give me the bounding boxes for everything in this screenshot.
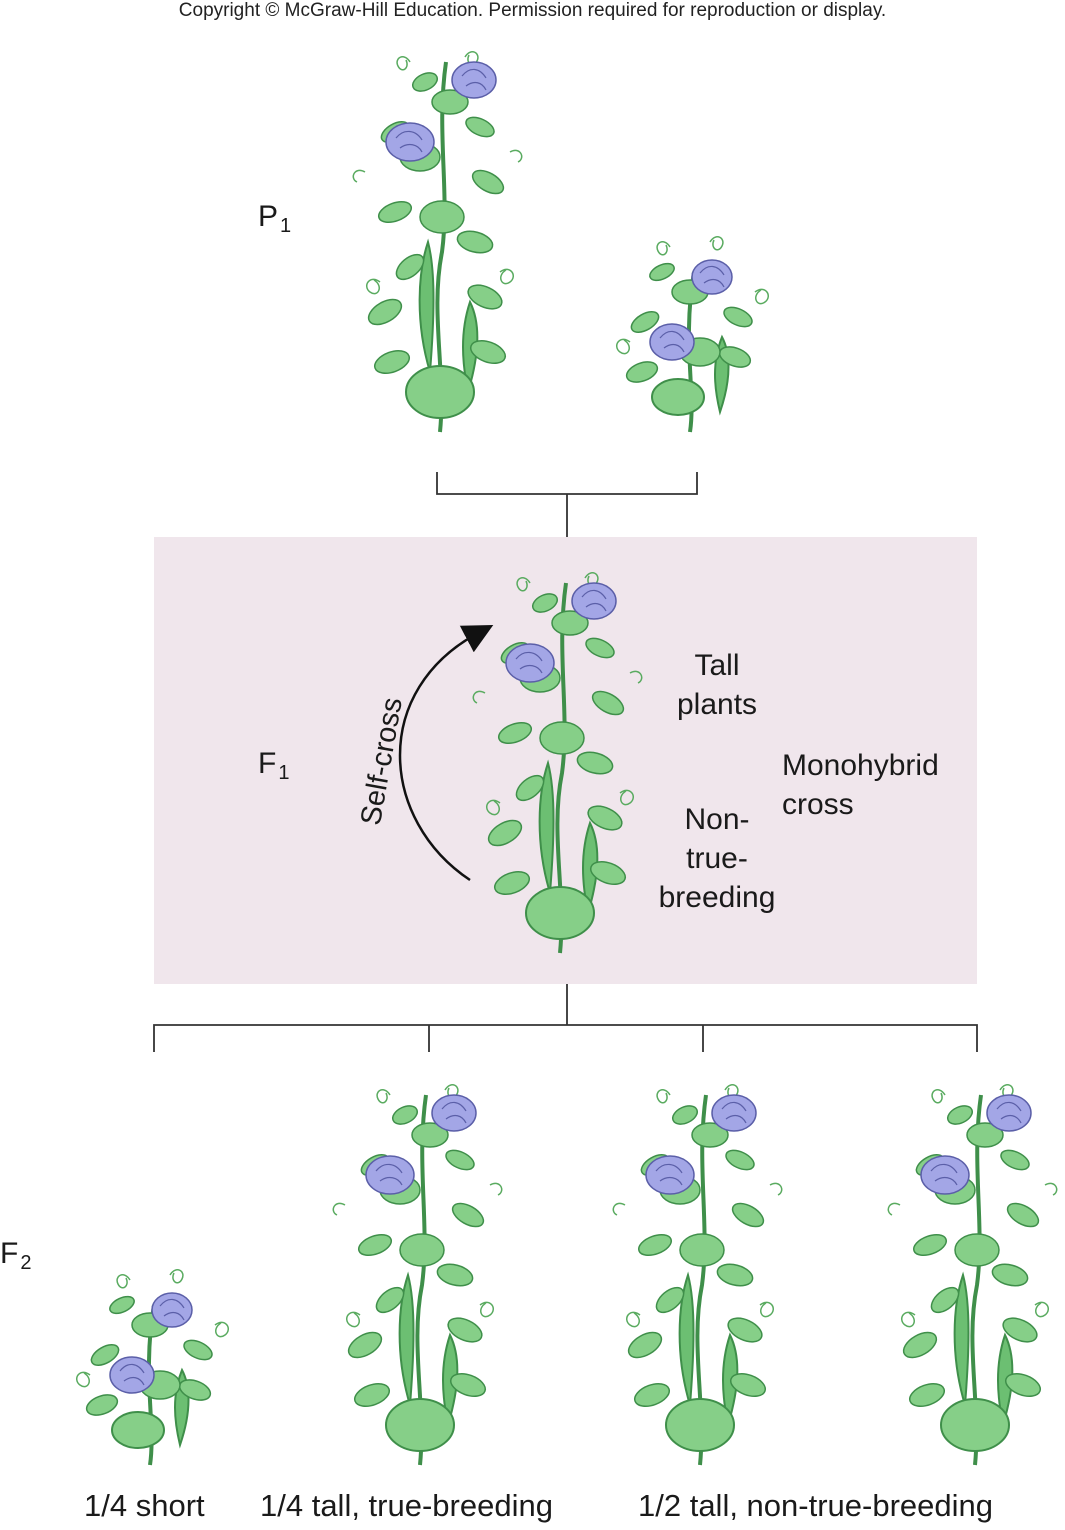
- f2-tall-plant-true-breeding: [331, 1082, 504, 1467]
- non-true-breeding-label: Non- true- breeding: [658, 803, 776, 914]
- f2-tall-plant-non-true-breeding-2: [886, 1082, 1059, 1467]
- p1-short-plant: [614, 234, 771, 434]
- caption-tall-true-breeding: 1/4 tall, true-breeding: [260, 1488, 553, 1523]
- copyright-notice: Copyright © McGraw-Hill Education. Permi…: [178, 0, 887, 21]
- monohybrid-cross-label: Monohybrid cross: [782, 749, 939, 821]
- f2-connector: [153, 984, 978, 1052]
- caption-tall-non-true-breeding: 1/2 tall, non-true-breeding: [638, 1488, 994, 1523]
- f2-tall-plant-non-true-breeding-1: [611, 1082, 784, 1467]
- caption-short: 1/4 short: [84, 1488, 205, 1523]
- self-cross-arrow: [398, 624, 494, 882]
- tall-plants-label: Tall plants: [676, 649, 758, 721]
- f2-short-plant: [74, 1267, 231, 1467]
- p1-connector: [436, 472, 698, 537]
- p1-tall-plant: [351, 49, 524, 434]
